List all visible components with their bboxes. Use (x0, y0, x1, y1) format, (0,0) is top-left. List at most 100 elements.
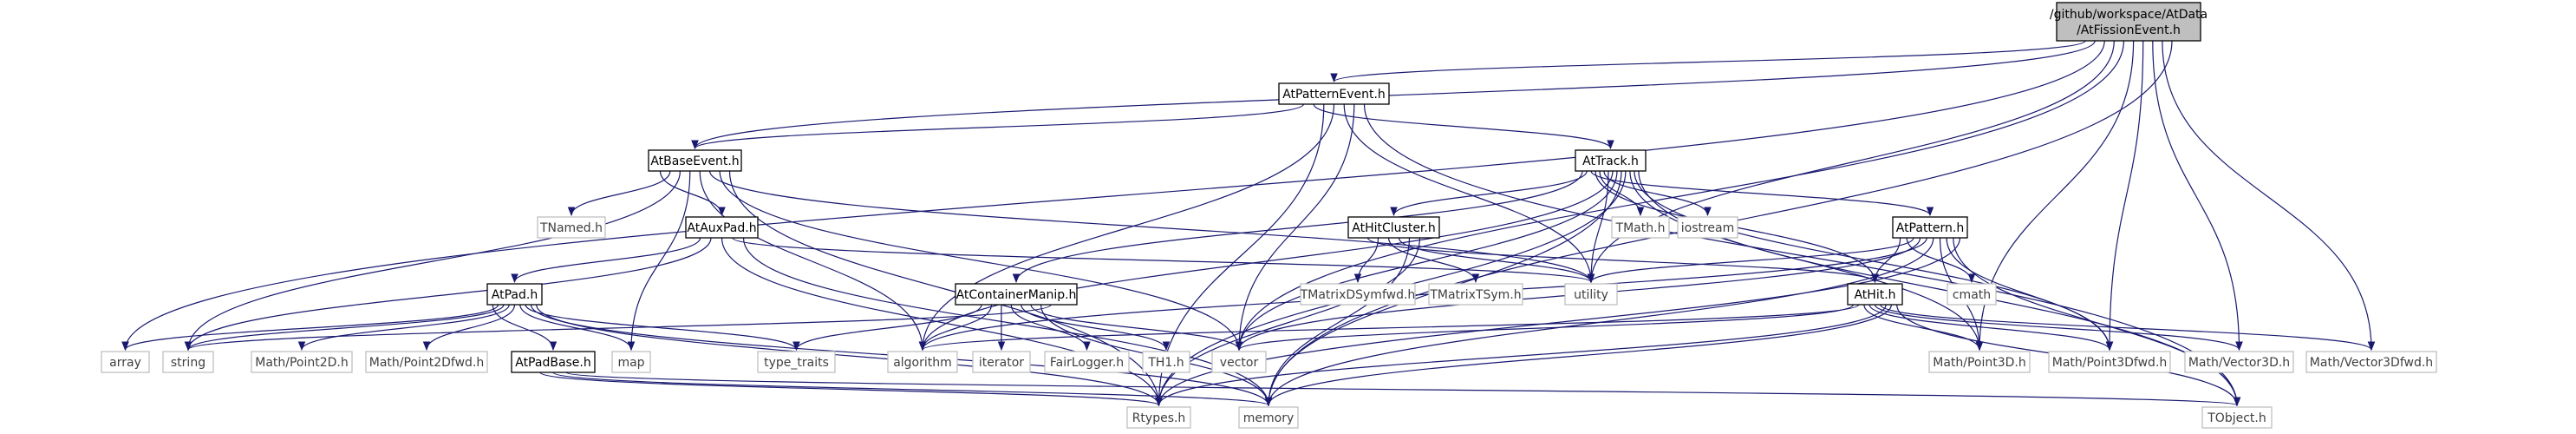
edge-AtHit-to-Point3D (1863, 304, 1984, 352)
node-box-memory (1238, 406, 1299, 429)
node-Vector3D: Math/Vector3D.h (2184, 351, 2294, 373)
node-Point2D: Math/Point2D.h (251, 351, 353, 373)
node-label-vector: vector (1220, 356, 1259, 370)
edge-AtBaseEvent-to-map (627, 170, 691, 352)
edge-AtHitCluster-to-utility (1398, 237, 1595, 284)
node-box-TNamed (537, 216, 606, 239)
node-Point3Dfwd: Math/Point3Dfwd.h (2048, 351, 2171, 373)
node-layer: /github/workspace/AtData/AtFissionEvent.… (101, 2, 2437, 429)
node-AtPatternEvent[interactable]: AtPatternEvent.h (1278, 82, 1390, 105)
node-box-vector (1211, 351, 1267, 373)
edge-AtHit-to-memory (1264, 304, 1892, 407)
node-box-TH1 (1142, 351, 1190, 373)
node-label-AtHit: AtHit.h (1854, 288, 1895, 302)
node-label-TNamed: TNamed.h (539, 221, 603, 235)
node-TMatrixDSymfwd: TMatrixDSymfwd.h (1300, 283, 1416, 306)
edge-AtContainerManip-to-TH1 (1021, 304, 1171, 352)
edge-AtTrack-to-TMath (1599, 170, 1645, 217)
node-AtHitCluster[interactable]: AtHitCluster.h (1347, 216, 1440, 239)
node-AtContainerManip[interactable]: AtContainerManip.h (955, 283, 1078, 306)
node-label-algorithm: algorithm (893, 356, 952, 370)
edge-AtBaseEvent-to-utility (709, 170, 1595, 284)
edge-AtPatternEvent-to-AtTrack (1313, 103, 1614, 150)
edge-AtPad-to-AtPadBase (492, 304, 558, 352)
edge-AtPadBase-to-Rtypes (539, 372, 1163, 407)
edge-AtHit-to-Point3Dfwd (1868, 304, 2114, 352)
edge-root-to-AtBaseEvent (691, 40, 2096, 150)
edge-AtPatternEvent-to-algorithm (918, 103, 1335, 352)
edge-AtBaseEvent-to-string (184, 170, 681, 352)
node-box-AtTrack (1575, 149, 1647, 172)
node-Point2Dfwd: Math/Point2Dfwd.h (365, 351, 488, 373)
edge-AtPad-to-Point2D (297, 304, 510, 352)
node-box-algorithm (887, 351, 958, 373)
node-label-Point3D: Math/Point3D.h (1933, 356, 2026, 370)
node-box-Point2Dfwd (365, 351, 488, 373)
edge-AtPatternEvent-to-utility (1343, 103, 1595, 284)
node-AtTrack[interactable]: AtTrack.h (1575, 149, 1647, 172)
node-type_traits: type_traits (757, 351, 836, 373)
edge-AtPad-to-type_traits (525, 304, 800, 352)
edge-AtAuxPad-to-Rtypes (721, 237, 1163, 407)
node-Rtypes: Rtypes.h (1126, 406, 1191, 429)
node-box-Rtypes (1126, 406, 1191, 429)
node-utility: utility (1564, 283, 1618, 306)
node-label-AtPatternEvent: AtPatternEvent.h (1282, 88, 1386, 102)
node-label-Point2D: Math/Point2D.h (255, 356, 349, 370)
edge-root-to-array (121, 40, 2105, 352)
node-label-type_traits: type_traits (764, 356, 829, 370)
node-label-string: string (171, 356, 205, 370)
node-label-root: /github/workspace/AtData (2050, 8, 2208, 22)
node-root[interactable]: /github/workspace/AtData/AtFissionEvent.… (2050, 2, 2208, 42)
node-AtPadBase[interactable]: AtPadBase.h (511, 351, 596, 373)
edge-AtHitCluster-to-Rtypes (1155, 237, 1421, 407)
edge-AtPad-to-string (184, 304, 505, 352)
node-box-TMatrixTSym (1428, 283, 1523, 306)
edge-AtHit-to-vector (1235, 304, 1854, 352)
edge-AtPad-to-array (121, 304, 499, 352)
node-label-Point2Dfwd: Math/Point2Dfwd.h (369, 356, 485, 370)
node-label-AtAuxPad: AtAuxPad.h (687, 221, 756, 235)
node-label-FairLogger: FairLogger.h (1050, 356, 1124, 370)
node-AtPattern[interactable]: AtPattern.h (1892, 216, 1968, 239)
edge-root-to-Vector3D (2152, 40, 2243, 352)
edge-AtPattern-to-Rtypes (1155, 237, 1960, 407)
edge-AtBaseEvent-to-AtAuxPad (659, 170, 726, 217)
edge-AtPatternEvent-to-AtBaseEvent (691, 103, 1305, 150)
edge-AtHit-to-algorithm (919, 304, 1860, 352)
node-string: string (162, 351, 214, 373)
edge-AtBaseEvent-to-Rtypes (728, 170, 1163, 407)
node-AtPad[interactable]: AtPad.h (486, 283, 543, 306)
edge-AtAuxPad-to-AtPad (511, 237, 701, 284)
node-box-root (2056, 2, 2201, 42)
node-AtAuxPad[interactable]: AtAuxPad.h (685, 216, 759, 239)
node-AtBaseEvent[interactable]: AtBaseEvent.h (648, 149, 742, 172)
node-label-TMatrixDSymfwd: TMatrixDSymfwd.h (1300, 288, 1416, 302)
edge-AtContainerManip-to-vector (1030, 304, 1243, 352)
node-box-AtContainerManip (955, 283, 1078, 306)
edge-AtAuxPad-to-memory (742, 237, 1273, 407)
edge-AtHit-to-Rtypes (1155, 304, 1887, 407)
node-box-Point3Dfwd (2048, 351, 2171, 373)
edge-AtPadBase-to-memory (552, 372, 1272, 407)
edge-AtHitCluster-to-memory (1264, 237, 1411, 407)
edge-root-to-AtPatternEvent (1330, 40, 2086, 83)
node-box-AtBaseEvent (648, 149, 742, 172)
node-iterator: iterator (972, 351, 1031, 373)
node-cmath: cmath (1947, 283, 1997, 306)
edge-root-to-Point3Dfwd (2105, 40, 2144, 352)
edge-root-to-utility (1587, 40, 2115, 284)
edge-AtHit-to-Vector3Dfwd (1880, 304, 2376, 352)
edge-AtPadBase-to-TObject (565, 372, 2240, 407)
node-box-AtAuxPad (685, 216, 759, 239)
node-box-AtHitCluster (1347, 216, 1440, 239)
node-label-Vector3D: Math/Vector3D.h (2188, 356, 2290, 370)
node-AtHit[interactable]: AtHit.h (1847, 283, 1903, 306)
edge-AtPad-to-map (519, 304, 636, 352)
node-label-TMath: TMath.h (1615, 221, 1666, 235)
edge-AtTrack-to-utility (1587, 170, 1609, 284)
edge-AtAuxPad-to-utility (732, 237, 1595, 284)
node-Point3D: Math/Point3D.h (1928, 351, 2031, 373)
edge-AtHitCluster-to-AtHit (1366, 237, 1879, 284)
node-label-TH1: TH1.h (1147, 356, 1184, 370)
